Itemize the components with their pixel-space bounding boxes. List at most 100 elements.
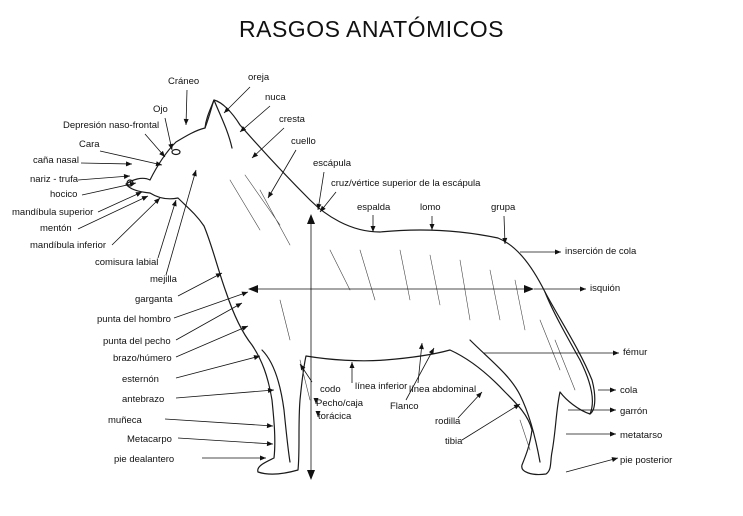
length-arrow-head-right [524, 285, 534, 293]
label-toracica: torácica [318, 411, 352, 422]
leader-menton [77, 195, 149, 230]
leader-metacarpo [177, 437, 274, 445]
label-espalda: espalda [357, 202, 391, 213]
leader-arrowhead-hocico [129, 181, 136, 187]
leader-arrowhead-pie-posterior [611, 457, 618, 462]
label-flanco: Flanco [390, 401, 419, 412]
leader-arrowhead-cola [610, 387, 616, 393]
leader-arrowhead-cruz-vertice-superior-de-la-escapula [320, 205, 326, 212]
label-mandibula-superior: mandíbula superior [12, 207, 93, 218]
leader-arrowhead-insercion-de-cola [555, 249, 561, 255]
label-cara: Cara [79, 139, 100, 150]
dog-hind-leg-outline [469, 339, 541, 463]
leader-arrowhead-punta-del-pecho [235, 303, 242, 309]
leader-mandibula-superior [97, 191, 143, 213]
leader-arrowhead-nariz-trufa [123, 173, 130, 179]
label-craneo: Cráneo [168, 76, 199, 87]
leader-arrowhead-garganta [215, 273, 222, 278]
leader-arrowhead-nuca [240, 126, 247, 132]
label-punta-del-hombro: punta del hombro [97, 314, 171, 325]
label-nariz-trufa: nariz - trufa [30, 174, 79, 185]
leader-arrowhead-craneo [183, 118, 189, 125]
label-comisura-labial: comisura labial [95, 257, 158, 268]
leader-arrowhead-pecho-caja [313, 398, 319, 404]
leader-esternon [175, 355, 261, 379]
leader-arrowhead-codo [300, 364, 306, 371]
label-metatarso: metatarso [620, 430, 662, 441]
label-mejilla: mejilla [150, 274, 178, 285]
leader-nuca [239, 105, 271, 133]
height-arrow-head-bottom [307, 470, 315, 480]
dog-tail-outline [544, 291, 596, 415]
label-pie-dealantero: pie dealantero [114, 454, 174, 465]
leader-arrowhead-brazo-humero [241, 326, 248, 331]
leader-cana-nasal [80, 162, 133, 165]
leader-arrowhead-mejilla [191, 170, 197, 177]
leader-arrowhead-femur [613, 350, 619, 356]
leader-punta-del-hombro [173, 291, 249, 319]
leader-arrowhead-cara [155, 161, 162, 167]
dog-front-leg-outline [261, 349, 291, 463]
leader-oreja [223, 86, 251, 114]
label-codo: codo [320, 384, 341, 395]
leader-pie-posterior [565, 457, 619, 473]
dog-eye-outline [171, 148, 181, 156]
measurement-arrows [248, 214, 534, 480]
leader-arrowhead-linea-inferior [349, 362, 355, 368]
label-pecho-caja: Pecho/caja [316, 398, 364, 409]
label-garganta: garganta [135, 294, 173, 305]
leader-arrowhead-pie-dealantero [260, 455, 266, 461]
label-grupa: grupa [491, 202, 516, 213]
label-tibia: tibia [445, 436, 463, 447]
leader-garganta [177, 272, 223, 297]
label-hocico: hocico [50, 189, 77, 200]
label-mandibula-inferior: mandíbula inferior [30, 240, 106, 251]
label-nuca: nuca [265, 92, 286, 103]
label-menton: mentón [40, 223, 72, 234]
leader-arrowhead-cresta [252, 152, 259, 158]
label-muneca: muñeca [108, 415, 143, 426]
leader-nariz-trufa [77, 175, 131, 181]
leader-arrowhead-mandibula-superior [135, 192, 142, 197]
leader-arrowhead-linea-abdominal [418, 343, 424, 350]
dog-ear-outline [204, 99, 233, 149]
leader-arrowhead-flanco [428, 348, 434, 355]
diagram-title: RASGOS ANATÓMICOS [239, 16, 504, 42]
leader-arrowhead-toracica [315, 411, 321, 417]
label-cana-nasal: caña nasal [33, 155, 79, 166]
dog-illustration [125, 99, 596, 476]
leader-mandibula-inferior [111, 197, 161, 246]
leader-arrowhead-oreja [224, 106, 231, 113]
label-punta-del-pecho: punta del pecho [103, 336, 171, 347]
leader-arrowhead-cana-nasal [125, 161, 132, 167]
label-garron: garrón [620, 406, 647, 417]
leader-arrowhead-ojo [168, 143, 174, 150]
label-insercion-de-cola: inserción de cola [565, 246, 637, 257]
dog-body-outline [125, 99, 593, 476]
label-isquion: isquión [590, 283, 620, 294]
leader-arrowhead-tibia [513, 404, 520, 410]
leader-arrowhead-mandibula-inferior [153, 198, 160, 204]
label-cola: cola [620, 385, 638, 396]
leader-cara [99, 150, 163, 166]
label-oreja: oreja [248, 72, 270, 83]
leader-tibia [461, 403, 521, 441]
label-femur: fémur [623, 347, 647, 358]
label-rodilla: rodilla [435, 416, 461, 427]
leader-brazo-humero [175, 325, 249, 358]
label-pie-posterior: pie posterior [620, 455, 672, 466]
leader-mejilla [165, 169, 197, 276]
leader-arrowhead-antebrazo [267, 387, 274, 393]
label-leaders [77, 86, 619, 473]
length-arrow-head-left [248, 285, 258, 293]
leader-arrowhead-esternon [253, 355, 260, 360]
label-metacarpo: Metacarpo [127, 434, 172, 445]
leader-escapula [317, 171, 325, 211]
leader-arrowhead-metacarpo [266, 441, 273, 447]
leader-arrowhead-lomo [429, 224, 435, 230]
leader-comisura-labial [157, 199, 177, 259]
leader-arrowhead-comisura-labial [171, 200, 177, 207]
leader-flanco [405, 347, 435, 401]
